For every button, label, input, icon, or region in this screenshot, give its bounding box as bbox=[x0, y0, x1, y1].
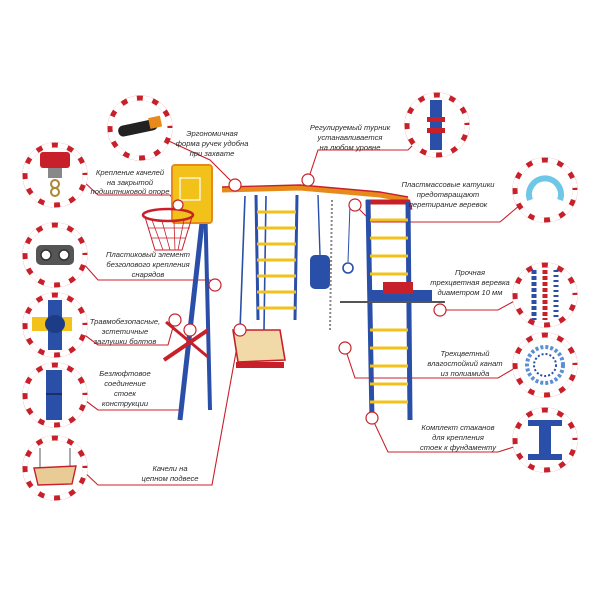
braided-rope-icon bbox=[531, 270, 559, 320]
label-line: стоек bbox=[114, 389, 136, 398]
detail-circle-pullup-bar bbox=[404, 92, 470, 158]
label-line: подшипниковой опоре bbox=[91, 187, 170, 196]
label-line: перетирание веревок bbox=[409, 200, 488, 209]
detail-circle-anchors bbox=[512, 407, 578, 473]
detail-circle-swing bbox=[22, 435, 88, 501]
label-handles: Эргономичная форма ручек удобна при захв… bbox=[176, 129, 249, 158]
label-line: трехцветная веревка bbox=[430, 278, 510, 287]
label-cable: Трехцветный влагостойкий канат из полиам… bbox=[427, 349, 502, 378]
plastic-coil-icon bbox=[526, 175, 564, 202]
playground-frame bbox=[141, 164, 445, 421]
label-line: на закрытой bbox=[107, 178, 154, 187]
label-line: заглушки болтов bbox=[93, 337, 157, 346]
label-plastic-element: Пластиковый элемент безголового креплени… bbox=[106, 250, 190, 279]
label-line: влагостойкий канат bbox=[427, 359, 502, 368]
label-line: эстетичные bbox=[102, 327, 148, 336]
label-line: Качели на bbox=[152, 464, 187, 473]
label-line: снарядов bbox=[132, 270, 165, 279]
bearing-mount-icon bbox=[40, 152, 70, 197]
label-line: устанавливается bbox=[317, 133, 383, 142]
label-pullup-bar: Регулируемый турник устанавливается на л… bbox=[310, 123, 391, 152]
label-line: Безлюфтовое bbox=[99, 369, 151, 378]
label-anchors: Комплект стаканов для крепления стоек к … bbox=[420, 423, 497, 452]
bolt-cap-icon bbox=[32, 300, 72, 350]
coiled-cable-icon bbox=[525, 345, 565, 385]
detail-circle-boltless bbox=[22, 362, 88, 428]
detail-circle-handles bbox=[107, 95, 173, 161]
swing-seat-icon bbox=[33, 448, 77, 486]
label-line: Крепление качелей bbox=[96, 168, 165, 177]
label-line: форма ручек удобна bbox=[176, 139, 249, 148]
label-line: для крепления bbox=[432, 433, 484, 442]
label-line: соединение bbox=[104, 379, 146, 388]
label-line: при захвате bbox=[190, 149, 235, 158]
label-coils: Пластмассовые катушки предотвращают пере… bbox=[401, 180, 495, 209]
label-boltless: Безлюфтовое соединение стоек конструкции bbox=[99, 369, 151, 408]
label-line: Пластмассовые катушки bbox=[401, 180, 495, 189]
ladder-rungs-left bbox=[257, 210, 296, 310]
ground-anchor-icon bbox=[528, 420, 562, 460]
label-line: из полиамида bbox=[441, 369, 490, 378]
callout-dots bbox=[168, 173, 447, 425]
label-line: Прочная bbox=[455, 268, 485, 277]
label-swing: Качели на цепном подвесе bbox=[141, 464, 198, 483]
detail-circle-bearing bbox=[22, 142, 88, 208]
label-rope: Прочная трехцветная веревка диаметром 10… bbox=[430, 268, 510, 297]
detail-circle-coils bbox=[512, 157, 578, 223]
label-line: Травмобезопасные, bbox=[90, 317, 160, 326]
pullup-bar-icon bbox=[427, 100, 445, 150]
label-line: безголового крепления bbox=[106, 260, 189, 269]
ladder-rungs-right bbox=[370, 218, 408, 404]
label-line: Трехцветный bbox=[441, 349, 491, 358]
label-bearing: Крепление качелей на закрытой подшипнико… bbox=[91, 168, 170, 196]
detail-circle-cable bbox=[512, 332, 578, 398]
label-caps: Травмобезопасные, эстетичные заглушки бо… bbox=[90, 317, 160, 346]
label-line: предотвращают bbox=[417, 190, 480, 199]
label-line: Эргономичная bbox=[186, 129, 238, 138]
plastic-bracket-icon bbox=[36, 245, 74, 265]
label-line: Комплект стаканов bbox=[421, 423, 494, 432]
detail-circle-plastic-element bbox=[22, 222, 88, 288]
pipe-joint-icon bbox=[46, 370, 62, 420]
detail-circle-rope bbox=[512, 262, 578, 328]
label-line: стоек к фундаменту bbox=[420, 443, 497, 452]
label-line: диаметром 10 мм bbox=[438, 288, 504, 297]
label-line: на любом уровне bbox=[320, 143, 381, 152]
detail-circle-caps bbox=[22, 292, 88, 358]
label-line: Регулируемый турник bbox=[310, 123, 391, 132]
label-line: Пластиковый элемент bbox=[106, 250, 190, 259]
label-line: конструкции bbox=[102, 399, 149, 408]
bar-handle-icon bbox=[118, 115, 163, 137]
label-line: цепном подвесе bbox=[141, 474, 198, 483]
